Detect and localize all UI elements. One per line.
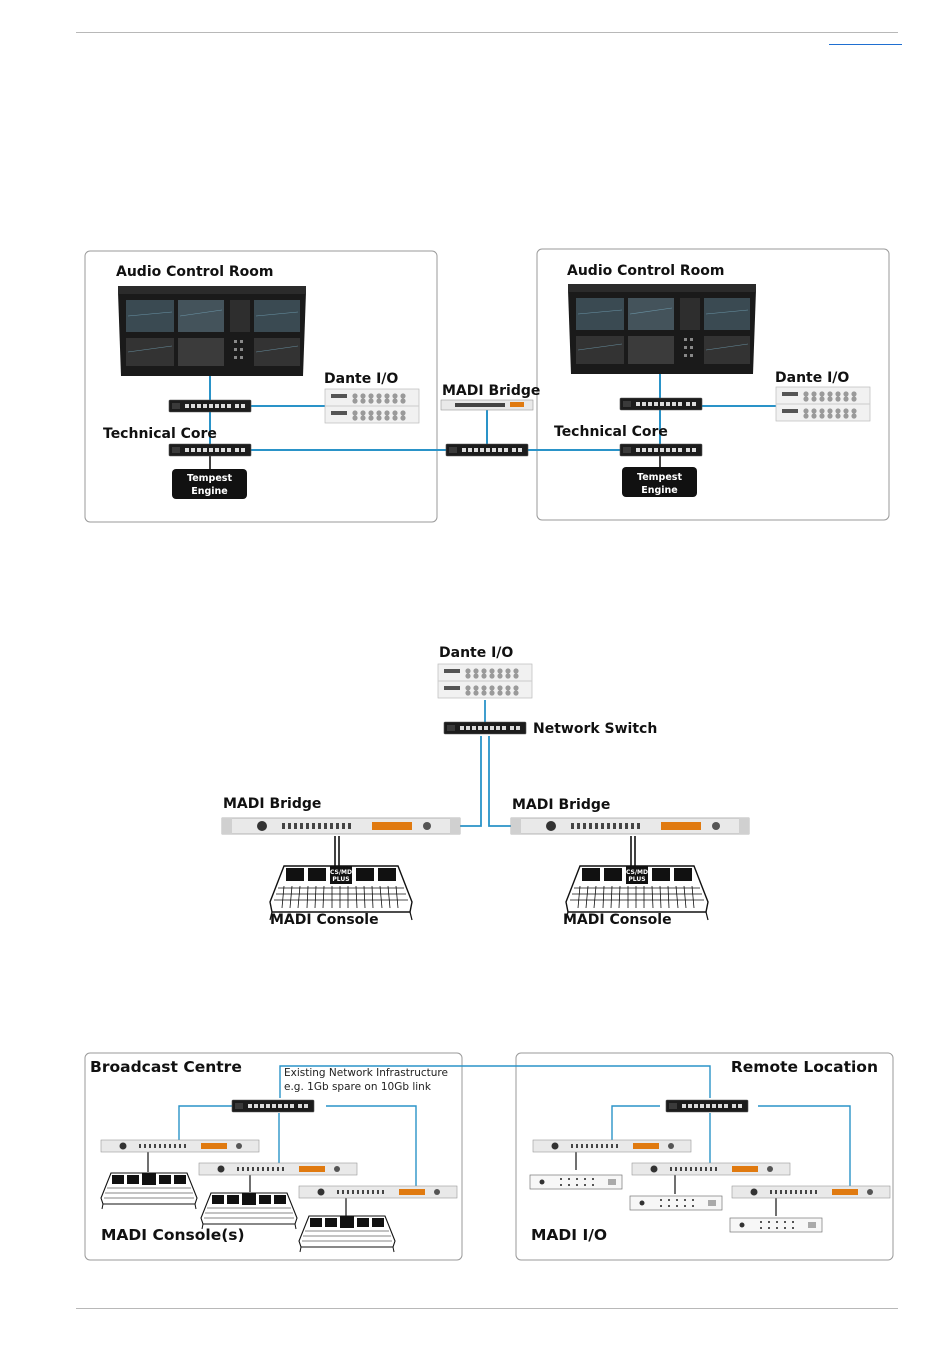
center-madi-bridge (440, 399, 534, 411)
left-core-label: Technical Core (103, 426, 217, 442)
broadcast-console-3 (298, 1215, 396, 1253)
left-dante-io (324, 388, 420, 424)
remote-madi-io-2 (629, 1195, 723, 1211)
right-core-switch (619, 443, 703, 457)
madi-io-caption: MADI I/O (531, 1226, 607, 1244)
diagram1-engine-wires (209, 456, 661, 470)
header-divider (76, 32, 898, 33)
left-dsp-console (117, 285, 307, 377)
broadcast-madi-bridge-2 (198, 1162, 358, 1176)
footer-divider (76, 1308, 898, 1309)
remote-location-title: Remote Location (731, 1058, 878, 1076)
diagram3-network-links (178, 1065, 851, 1186)
diagram2-madi-wires (334, 836, 636, 866)
right-tempest-engine: Tempest Engine (622, 467, 697, 497)
left-madi-bridge (221, 817, 461, 835)
network-switch-label: Network Switch (533, 721, 657, 737)
remote-location-panel (515, 1052, 894, 1261)
remote-madi-bridge-3 (731, 1185, 891, 1199)
left-tempest-engine: Tempest Engine (172, 469, 247, 499)
left-console-brand2: PLUS (332, 876, 349, 883)
broadcast-madi-bridge-3 (298, 1185, 458, 1199)
broadcast-centre-panel (84, 1052, 463, 1261)
center-switch (445, 443, 529, 457)
remote-madi-bridge-1 (532, 1139, 692, 1153)
diagram-remote-link: Broadcast Centre Remote Location Existin… (84, 1052, 894, 1261)
right-madi-bridge (510, 817, 750, 835)
right-console-brand2: PLUS (628, 876, 645, 883)
left-console-brand1: CS/MD (330, 869, 352, 876)
broadcast-switch (231, 1099, 315, 1113)
madi-consoles-caption: MADI Console(s) (101, 1226, 245, 1244)
remote-madi-bridge-2 (631, 1162, 791, 1176)
diagram2-network-links (458, 700, 513, 827)
right-dante-label: Dante I/O (775, 370, 849, 386)
right-dsp-console (567, 283, 757, 375)
center-dante-label: Dante I/O (439, 645, 513, 661)
infrastructure-note-line2: e.g. 1Gb spare on 10Gb link (284, 1081, 432, 1093)
network-switch (443, 721, 527, 735)
right-console-brand1: CS/MD (626, 869, 648, 876)
diagram3-madi-wires (147, 1152, 777, 1216)
remote-switch (665, 1099, 749, 1113)
diagram1-network-links (209, 372, 776, 451)
right-room-switch (619, 397, 703, 411)
broadcast-console-1 (100, 1172, 198, 1210)
left-engine-line1: Tempest (187, 473, 232, 484)
left-engine-line2: Engine (191, 486, 228, 497)
remote-madi-io-1 (529, 1174, 623, 1190)
right-madi-console-label: MADI Console (563, 912, 672, 928)
diagram-control-rooms: Audio Control Room Dante I/O Technical C… (84, 248, 890, 523)
right-madi-console: CS/MD PLUS (565, 865, 709, 921)
infrastructure-note-line1: Existing Network Infrastructure (284, 1067, 448, 1079)
left-madi-console: CS/MD PLUS (269, 865, 413, 921)
left-madi-bridge-label: MADI Bridge (223, 796, 321, 812)
broadcast-madi-bridge-1 (100, 1139, 260, 1153)
right-core-label: Technical Core (554, 424, 668, 440)
header-link-underline[interactable] (829, 44, 902, 45)
diagram-madi-bridges: Dante I/O Network Switch MADI Bridge MAD… (221, 645, 750, 928)
broadcast-console-2 (200, 1192, 298, 1230)
remote-madi-io-3 (729, 1217, 823, 1233)
right-madi-bridge-label: MADI Bridge (512, 797, 610, 813)
right-engine-line2: Engine (641, 485, 678, 496)
left-room-switch (168, 399, 252, 413)
left-core-switch (168, 443, 252, 457)
left-room-title: Audio Control Room (116, 264, 273, 280)
right-room-title: Audio Control Room (567, 263, 724, 279)
center-madi-bridge-label: MADI Bridge (442, 383, 540, 399)
right-engine-line1: Tempest (637, 472, 682, 483)
broadcast-centre-title: Broadcast Centre (90, 1058, 242, 1076)
center-dante-io (437, 663, 533, 699)
right-dante-io (775, 386, 871, 422)
left-dante-label: Dante I/O (324, 371, 398, 387)
left-madi-console-label: MADI Console (270, 912, 379, 928)
